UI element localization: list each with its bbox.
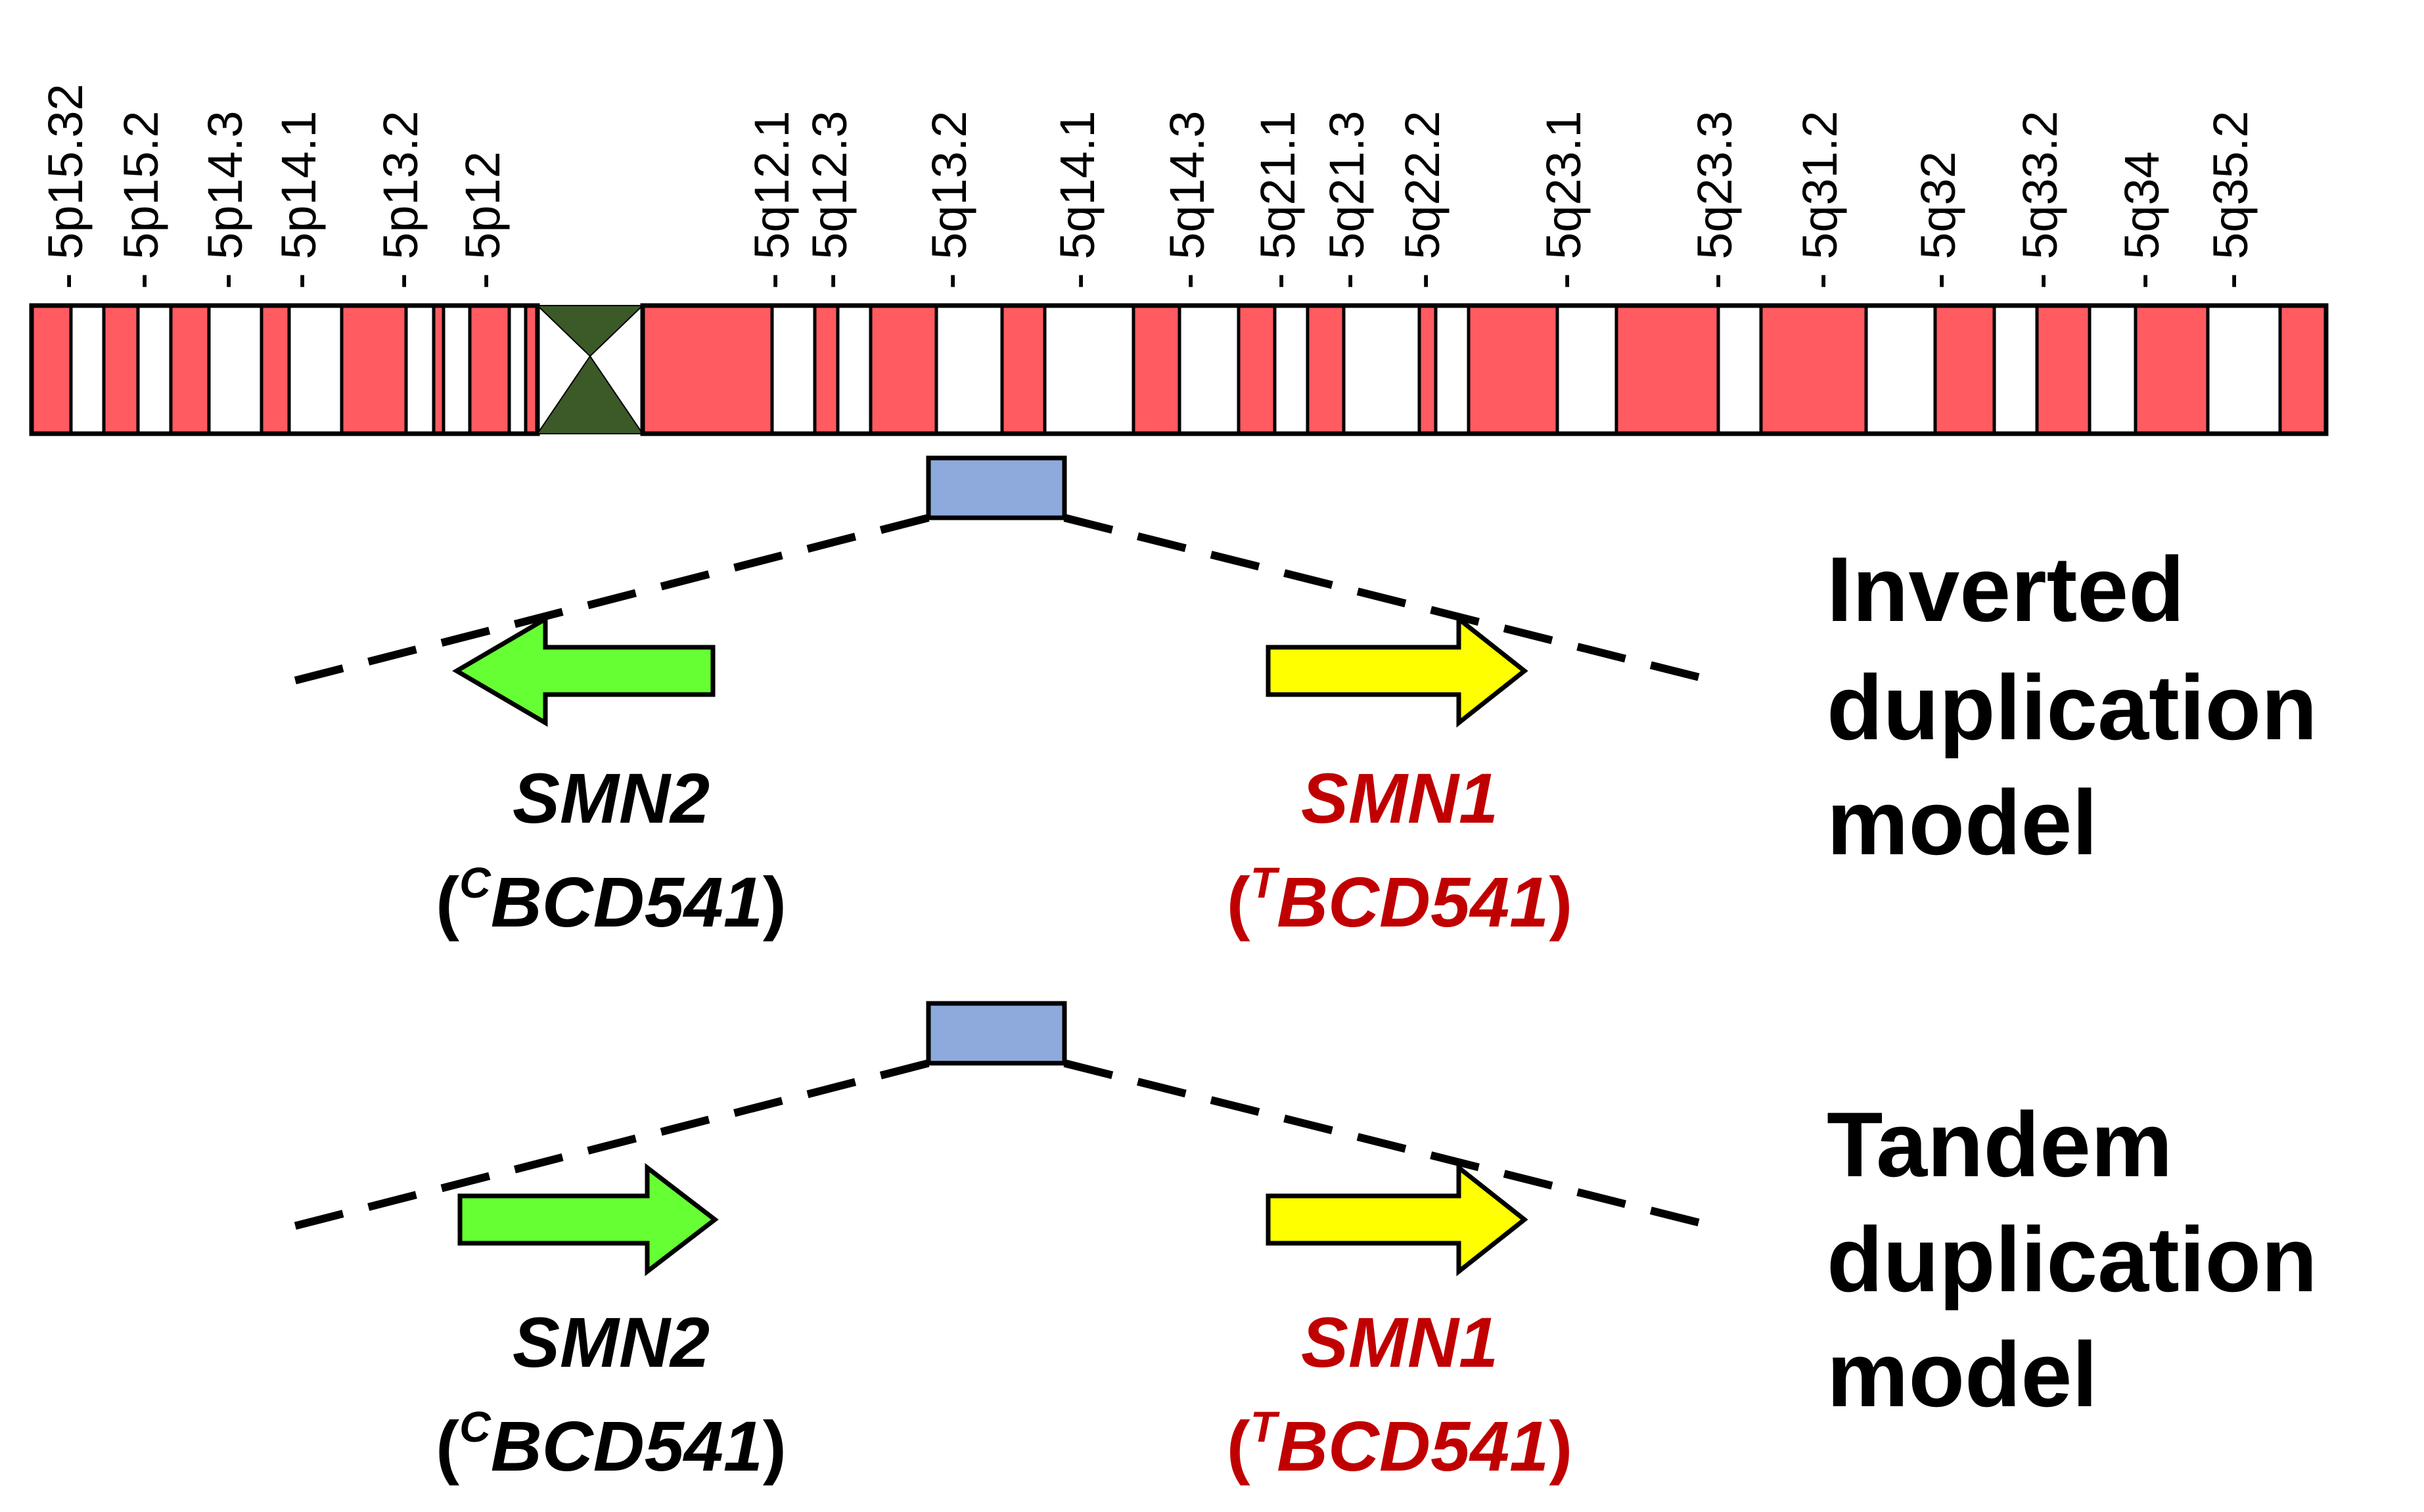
chromosome-band: [934, 304, 1004, 436]
chromosome-band: [69, 304, 106, 436]
chromosome-band: [260, 304, 291, 436]
chromosome-band: [2206, 304, 2282, 436]
chromosome-band: [2035, 304, 2092, 436]
smn2-label: SMN2: [513, 758, 710, 838]
band-label: - 5q21.1: [1250, 110, 1305, 289]
chromosome-band: [813, 304, 840, 436]
chromosome-band: [1273, 304, 1310, 436]
smn-locus-box-tandem: [926, 1001, 1067, 1066]
tandem-model-line3: model: [1827, 1323, 2097, 1426]
chromosome-band: [287, 304, 344, 436]
chromosome-band: [136, 304, 173, 436]
band-label: - 5q14.1: [1050, 110, 1105, 289]
band-label: - 5q21.3: [1319, 110, 1374, 289]
inverted-model-line3: model: [1827, 771, 2097, 874]
band-label: - 5q31.2: [1793, 110, 1847, 289]
band-label: - 5q23.3: [1687, 110, 1742, 289]
smn1-label-tandem: SMN1: [1301, 1302, 1498, 1382]
band-label: - 5q34: [2115, 151, 2169, 289]
q-arm-outline: [640, 303, 2329, 436]
band-labels: - 5p15.32 - 5p15.2 - 5p14.3 - 5p14.1 - 5p13.…: [38, 83, 2258, 289]
chromosome-band: [1178, 304, 1241, 436]
band-label: - 5p15.32: [38, 83, 93, 289]
tandem-model-title: Tandem: [1827, 1093, 2172, 1196]
chromosome-band: [2088, 304, 2138, 436]
chromosome-band: [2134, 304, 2210, 436]
chromosome-band: [1043, 304, 1135, 436]
chromosome-band: [1864, 304, 1937, 436]
band-label: - 5q23.1: [1536, 110, 1591, 289]
chromosome-band: [102, 304, 140, 436]
smn2-allele-label: (CBCD541): [436, 858, 787, 942]
chromosome-band: [1555, 304, 1618, 436]
chromosome-band: [207, 304, 263, 436]
smn1-allele-label-tandem: (TBCD541): [1227, 1402, 1572, 1486]
chromosome-band: [869, 304, 938, 436]
smn1-arrow-tandem: [1266, 1162, 1528, 1277]
chromosome-band: [1434, 304, 1471, 436]
zoom-line-right-tandem: [1063, 1059, 1720, 1231]
chromosome-band: [1000, 304, 1047, 436]
band-label: - 5p15.2: [114, 110, 168, 289]
chromosome-ideogram: [29, 303, 2329, 436]
inverted-model-line2: duplication: [1827, 656, 2318, 759]
chromosome-band: [1716, 304, 1763, 436]
p-arm-outline: [29, 303, 540, 436]
chromosome-band: [442, 304, 472, 436]
chromosome-band: [404, 304, 436, 436]
zoom-line-right: [1063, 514, 1720, 686]
smn2-arrow: [452, 614, 716, 727]
chromosome-band: [2278, 304, 2328, 436]
band-label: - 5q35.2: [2203, 110, 2258, 289]
chromosome-band: [1237, 304, 1277, 436]
band-label: - 5q12.3: [802, 110, 857, 289]
chromosome-band: [507, 304, 528, 436]
smn1-arrow: [1266, 614, 1528, 728]
chromosome-band: [770, 304, 817, 436]
band-label: - 5p12: [455, 151, 510, 289]
q-arm: [641, 304, 2328, 436]
chromosome-band: [1417, 304, 1438, 436]
chromosome-band: [169, 304, 211, 436]
zoom-line-left-tandem: [288, 1059, 930, 1231]
chromosome-band: [1759, 304, 1868, 436]
chromosome-band: [1614, 304, 1720, 436]
smn2-arrow-tandem: [457, 1162, 719, 1277]
band-label: - 5p14.1: [271, 110, 326, 289]
inverted-duplication-panel: SMN2 (CBCD541) SMN1 (TBCD541) Inverted d…: [288, 455, 2318, 942]
zoom-line-left: [288, 514, 930, 686]
band-label: - 5q14.3: [1160, 110, 1214, 289]
centromere: [536, 305, 645, 434]
chromosome-band: [1992, 304, 2039, 436]
smn2-label-tandem: SMN2: [513, 1302, 710, 1382]
smn1-label: SMN1: [1301, 758, 1498, 838]
band-label: - 5p13.2: [373, 110, 428, 289]
chromosome-band: [1132, 304, 1181, 436]
smn1-allele-label: (TBCD541): [1227, 858, 1572, 942]
chromosome-band: [1933, 304, 1996, 436]
chromosome-band: [1467, 304, 1559, 436]
band-label: - 5q22.2: [1395, 110, 1450, 289]
band-label: - 5q33.2: [2013, 110, 2067, 289]
inverted-model-title: Inverted: [1827, 538, 2185, 641]
chromosome-band: [836, 304, 873, 436]
smn2-allele-label-tandem: (CBCD541): [436, 1402, 787, 1486]
chromosome-band: [30, 304, 73, 436]
band-label: - 5q32: [1911, 151, 1965, 289]
p-arm: [30, 304, 539, 436]
chromosome-band: [641, 304, 774, 436]
chromosome-band: [468, 304, 511, 436]
tandem-model-line2: duplication: [1827, 1208, 2318, 1311]
band-label: - 5p14.3: [198, 110, 252, 289]
chromosome-band: [340, 304, 408, 436]
tandem-duplication-panel: SMN2 (CBCD541) SMN1 (TBCD541) Tandem dup…: [288, 1001, 2318, 1486]
band-label: - 5q12.1: [744, 110, 799, 289]
band-label: - 5q13.2: [922, 110, 976, 289]
chromosome-band: [1342, 304, 1421, 436]
smn-locus-box: [926, 455, 1067, 520]
chromosome-band: [1306, 304, 1346, 436]
